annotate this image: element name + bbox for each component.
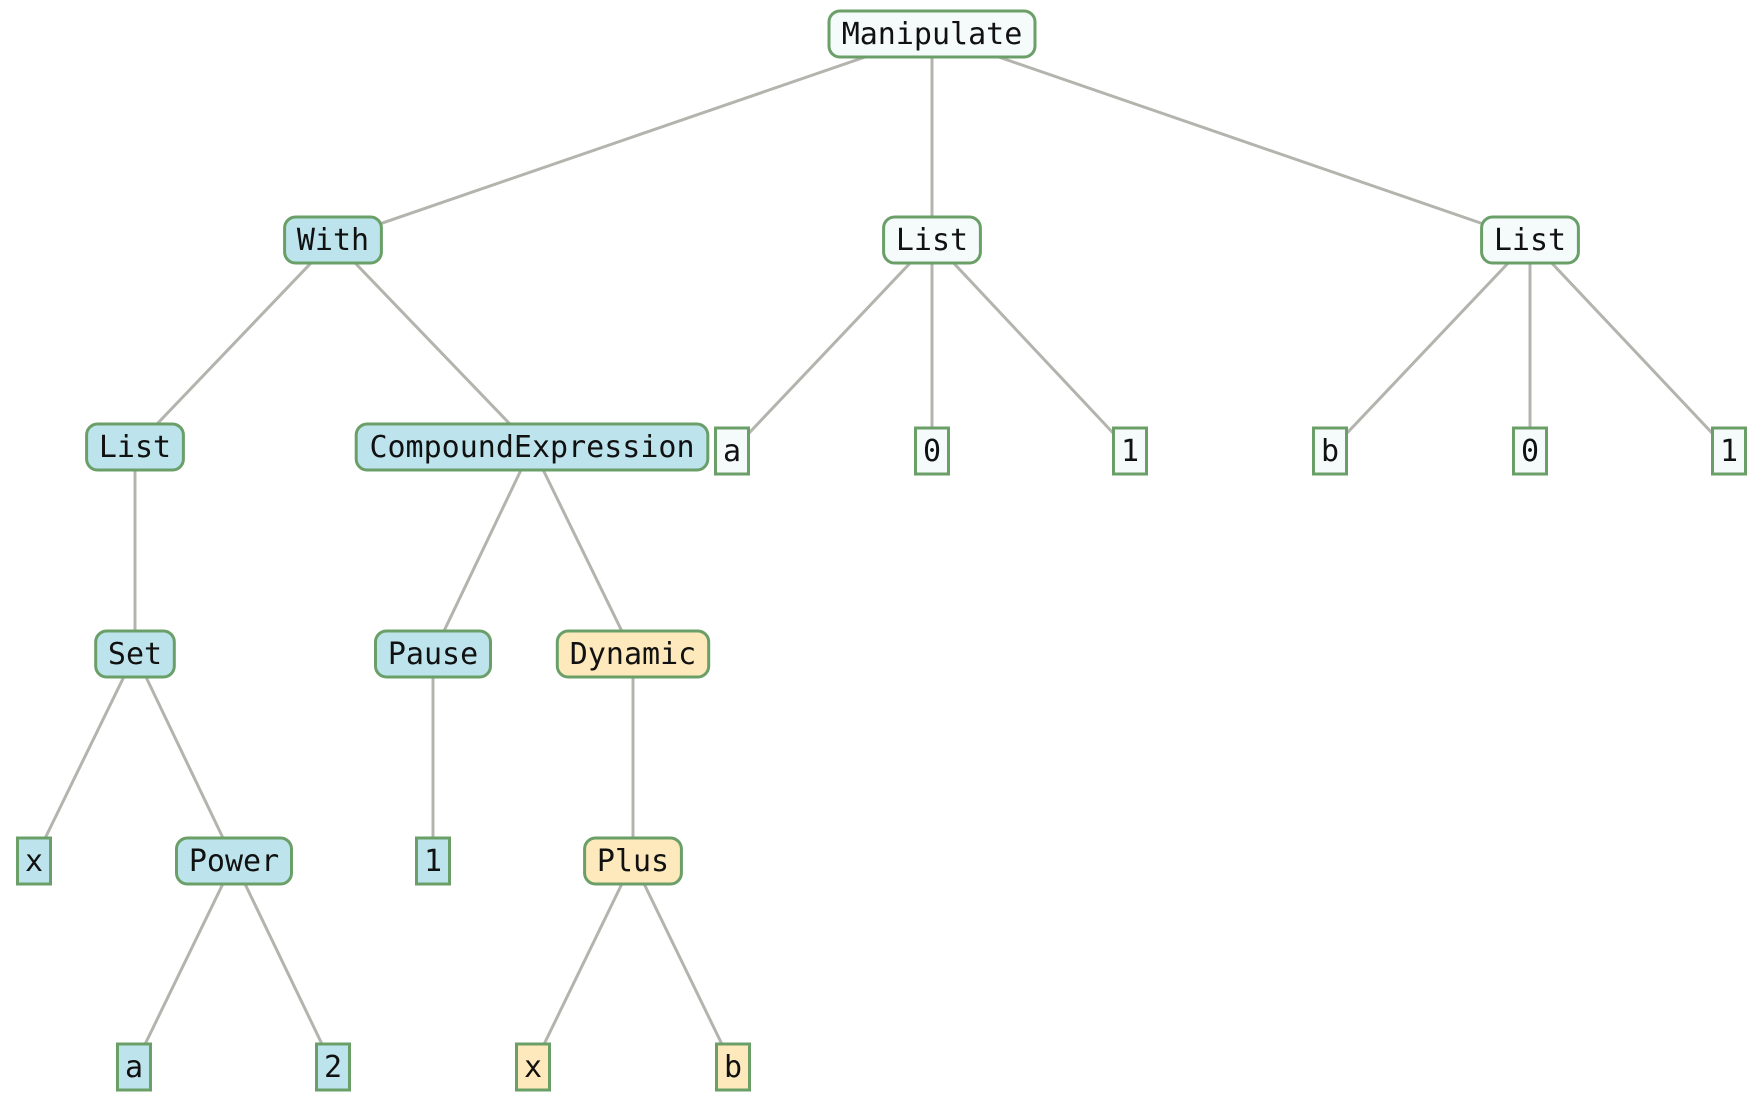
tree-node-leaf-a: a bbox=[714, 426, 750, 476]
tree-node-leaf-b-0: 0 bbox=[1512, 426, 1548, 476]
tree-node-leaf-pause-1: 1 bbox=[415, 836, 451, 886]
node-box-list-b bbox=[1480, 215, 1580, 265]
node-label-leaf-b-1: 1 bbox=[1720, 434, 1738, 469]
tree-edges bbox=[32, 32, 1731, 1068]
edge-power-to-leaf-power-2 bbox=[232, 860, 335, 1068]
tree-node-leaf-a-0: 0 bbox=[914, 426, 950, 476]
node-label-list-b: List bbox=[1494, 223, 1566, 258]
tree-node-manipulate: Manipulate bbox=[827, 9, 1037, 59]
tree-node-leaf-x: x bbox=[16, 836, 52, 886]
tree-node-leaf-power-a: a bbox=[116, 1042, 152, 1092]
node-box-leaf-power-a bbox=[116, 1042, 152, 1092]
tree-node-power: Power bbox=[175, 836, 293, 886]
tree-node-set: Set bbox=[94, 629, 176, 679]
edge-plus-to-leaf-plus-x bbox=[531, 860, 635, 1068]
node-box-leaf-plus-b bbox=[715, 1042, 751, 1092]
node-label-compound: CompoundExpression bbox=[369, 430, 694, 465]
tree-node-plus: Plus bbox=[583, 836, 683, 886]
node-label-with: With bbox=[297, 223, 369, 258]
node-label-leaf-pause-1: 1 bbox=[424, 844, 442, 879]
node-label-set: Set bbox=[108, 637, 162, 672]
node-box-dynamic bbox=[555, 629, 711, 679]
tree-node-leaf-plus-b: b bbox=[715, 1042, 751, 1092]
node-label-power: Power bbox=[189, 844, 279, 879]
node-box-leaf-a-1 bbox=[1112, 426, 1148, 476]
node-label-leaf-x: x bbox=[25, 844, 43, 879]
node-label-manipulate: Manipulate bbox=[842, 17, 1023, 52]
node-label-list-vars: List bbox=[99, 430, 171, 465]
tree-node-pause: Pause bbox=[374, 629, 492, 679]
node-box-plus bbox=[583, 836, 683, 886]
node-label-dynamic: Dynamic bbox=[570, 637, 696, 672]
tree-node-list-b: List bbox=[1480, 215, 1580, 265]
edge-list-a-to-leaf-a bbox=[730, 238, 934, 453]
edge-list-b-to-leaf-b-1 bbox=[1528, 238, 1731, 453]
node-label-leaf-a-0: 0 bbox=[923, 434, 941, 469]
node-label-leaf-plus-x: x bbox=[524, 1050, 542, 1085]
node-box-leaf-x bbox=[16, 836, 52, 886]
node-box-power bbox=[175, 836, 293, 886]
tree-node-leaf-a-1: 1 bbox=[1112, 426, 1148, 476]
tree-node-leaf-b: b bbox=[1312, 426, 1348, 476]
tree-node-leaf-power-2: 2 bbox=[315, 1042, 351, 1092]
node-label-leaf-b-0: 0 bbox=[1521, 434, 1539, 469]
tree-node-dynamic: Dynamic bbox=[555, 629, 711, 679]
node-box-compound bbox=[354, 422, 710, 472]
node-label-leaf-a-1: 1 bbox=[1121, 434, 1139, 469]
edge-set-to-leaf-x bbox=[32, 653, 137, 862]
node-box-with bbox=[283, 215, 383, 265]
tree-node-leaf-plus-x: x bbox=[515, 1042, 551, 1092]
edge-power-to-leaf-power-a bbox=[132, 860, 236, 1068]
node-box-list-a bbox=[882, 215, 982, 265]
tree-node-leaf-b-1: 1 bbox=[1711, 426, 1747, 476]
edge-plus-to-leaf-plus-b bbox=[631, 860, 735, 1068]
node-box-leaf-b-0 bbox=[1512, 426, 1548, 476]
edge-compound-to-dynamic bbox=[530, 446, 635, 655]
edge-set-to-power bbox=[133, 653, 236, 862]
edge-list-a-to-leaf-a-1 bbox=[930, 238, 1132, 453]
node-label-pause: Pause bbox=[388, 637, 478, 672]
edge-with-to-list-vars bbox=[133, 238, 335, 449]
node-label-list-a: List bbox=[896, 223, 968, 258]
edge-list-b-to-leaf-b bbox=[1328, 238, 1532, 453]
edge-compound-to-pause bbox=[431, 446, 534, 655]
tree-node-compound: CompoundExpression bbox=[354, 422, 710, 472]
node-label-leaf-a: a bbox=[723, 434, 741, 469]
node-label-leaf-b: b bbox=[1321, 434, 1339, 469]
node-box-list-vars bbox=[85, 422, 185, 472]
node-box-leaf-pause-1 bbox=[415, 836, 451, 886]
node-label-leaf-power-a: a bbox=[125, 1050, 143, 1085]
edge-manipulate-to-list-b bbox=[931, 32, 1531, 242]
tree-node-with: With bbox=[283, 215, 383, 265]
node-box-leaf-b bbox=[1312, 426, 1348, 476]
node-box-leaf-a-0 bbox=[914, 426, 950, 476]
node-label-plus: Plus bbox=[597, 844, 669, 879]
node-box-pause bbox=[374, 629, 492, 679]
node-box-leaf-b-1 bbox=[1711, 426, 1747, 476]
node-box-set bbox=[94, 629, 176, 679]
node-box-leaf-plus-x bbox=[515, 1042, 551, 1092]
node-box-leaf-a bbox=[714, 426, 750, 476]
tree-node-list-a: List bbox=[882, 215, 982, 265]
node-label-leaf-power-2: 2 bbox=[324, 1050, 342, 1085]
node-box-manipulate bbox=[827, 9, 1037, 59]
node-box-leaf-power-2 bbox=[315, 1042, 351, 1092]
node-label-leaf-plus-b: b bbox=[724, 1050, 742, 1085]
tree-node-list-vars: List bbox=[85, 422, 185, 472]
edge-manipulate-to-with bbox=[332, 32, 933, 242]
edge-with-to-compound bbox=[331, 238, 534, 449]
